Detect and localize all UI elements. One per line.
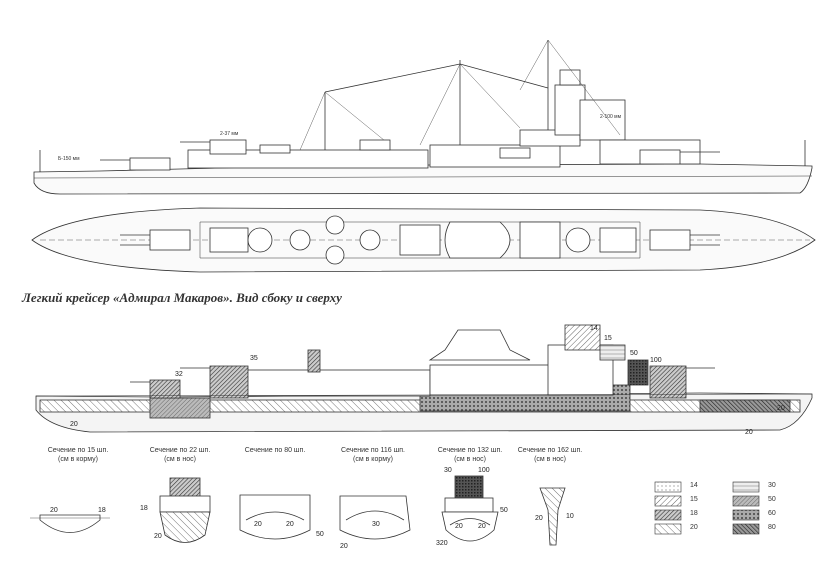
section-162 — [539, 487, 566, 546]
section-132 — [441, 475, 499, 542]
svg-text:320: 320 — [436, 540, 448, 547]
section-label-162: Сечение по 162 шп.(см в нос) — [517, 447, 583, 463]
side-annotations: Б-150 мм 2-37 мм 2-100 мм — [58, 114, 622, 162]
legend-label-80: 80 — [768, 524, 776, 531]
section-15 — [30, 514, 110, 533]
note-2100: 2-100 мм — [600, 114, 622, 120]
section-label-116: Сечение по 116 шп.(см в корму) — [341, 447, 405, 463]
side-elevation — [33, 39, 813, 195]
section-label-22: Сечение по 22 шп.(см в нос) — [149, 447, 211, 463]
figure-caption: Легкий крейсер «Адмирал Макаров». Вид сб… — [22, 290, 342, 305]
svg-text:10: 10 — [566, 513, 574, 520]
svg-text:30: 30 — [372, 521, 380, 528]
svg-text:20: 20 — [154, 533, 162, 540]
callout-20c: 20 — [777, 405, 785, 412]
note-b150: Б-150 мм — [58, 156, 80, 162]
note-237: 2-37 мм — [220, 131, 239, 137]
callout-50: 50 — [630, 350, 638, 357]
callout-32: 32 — [175, 371, 183, 378]
legend-label-50: 50 — [768, 496, 776, 503]
callout-14: 14 — [590, 325, 598, 332]
svg-text:100: 100 — [478, 467, 490, 474]
svg-text:20: 20 — [340, 543, 348, 550]
svg-text:20: 20 — [535, 515, 543, 522]
svg-text:30: 30 — [444, 467, 452, 474]
svg-text:18: 18 — [140, 505, 148, 512]
section-80 — [239, 494, 311, 540]
section-label-132: Сечение по 132 шп.(см в нос) — [437, 447, 503, 463]
cross-sections — [30, 475, 566, 546]
armor-profile — [35, 324, 813, 433]
legend-label-60: 60 — [768, 510, 776, 517]
svg-text:50: 50 — [316, 531, 324, 538]
svg-text:20: 20 — [455, 523, 463, 530]
plan-view — [31, 207, 816, 273]
legend-label-14: 14 — [690, 482, 698, 489]
legend-label-20: 20 — [690, 524, 698, 531]
callout-100: 100 — [650, 357, 662, 364]
callout-20b: 20 — [745, 429, 753, 436]
armor-callouts: 14 15 50 100 35 32 20 20 20 — [70, 325, 785, 436]
section-label-15: Сечение по 15 шп.(см в корму) — [47, 447, 109, 463]
legend-swatches — [654, 481, 760, 535]
callout-15: 15 — [604, 335, 612, 342]
svg-text:20: 20 — [254, 521, 262, 528]
svg-text:20: 20 — [286, 521, 294, 528]
svg-text:20: 20 — [50, 507, 58, 514]
section-label-80: Сечение по 80 шп. — [244, 447, 306, 454]
section-116 — [339, 495, 411, 540]
svg-text:50: 50 — [500, 507, 508, 514]
section-numbers: 20 18 18 20 20 20 50 30 20 30 100 50 20 … — [50, 467, 574, 550]
svg-text:20: 20 — [478, 523, 486, 530]
legend-label-30: 30 — [768, 482, 776, 489]
callout-20a: 20 — [70, 421, 78, 428]
callout-35: 35 — [250, 355, 258, 362]
svg-text:18: 18 — [98, 507, 106, 514]
legend-label-15: 15 — [690, 496, 698, 503]
legend-label-18: 18 — [690, 510, 698, 517]
section-22 — [159, 477, 211, 543]
